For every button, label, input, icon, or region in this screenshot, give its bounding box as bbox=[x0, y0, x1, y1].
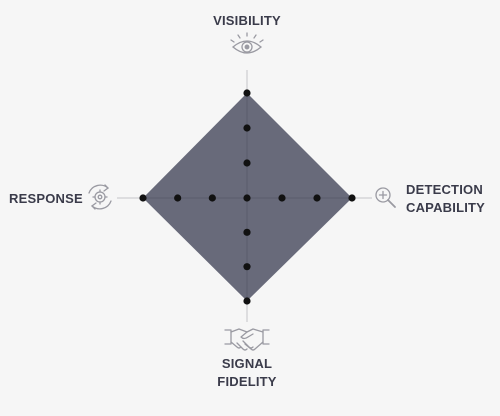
label-response-text: RESPONSE bbox=[9, 191, 83, 206]
label-capability-text: CAPABILITY bbox=[406, 200, 486, 215]
eye-icon bbox=[230, 32, 264, 54]
point-bottom-3 bbox=[243, 297, 251, 305]
point-top-3 bbox=[243, 89, 251, 97]
point-left-2 bbox=[174, 194, 182, 202]
magnifier-plus-icon bbox=[375, 187, 396, 208]
point-right-3 bbox=[348, 194, 356, 202]
handshake-icon bbox=[224, 328, 270, 351]
point-right-2 bbox=[313, 194, 321, 202]
point-left-1 bbox=[208, 194, 216, 202]
point-top-1 bbox=[243, 159, 251, 167]
point-center bbox=[243, 194, 251, 202]
label-detection-capability: DETECTION CAPABILITY bbox=[406, 181, 485, 217]
label-fidelity-text: FIDELITY bbox=[217, 374, 277, 389]
cycle-gear-icon bbox=[88, 184, 112, 210]
scale-points bbox=[139, 89, 356, 305]
label-response: RESPONSE bbox=[9, 190, 83, 208]
point-top-2 bbox=[243, 124, 251, 132]
point-bottom-2 bbox=[243, 263, 251, 271]
label-detection-text: DETECTION bbox=[406, 182, 483, 197]
point-left-3 bbox=[139, 194, 147, 202]
point-right-1 bbox=[278, 194, 286, 202]
point-bottom-1 bbox=[243, 228, 251, 236]
label-visibility-text: VISIBILITY bbox=[213, 13, 281, 28]
label-signal-fidelity: SIGNAL FIDELITY bbox=[0, 355, 494, 391]
label-visibility: VISIBILITY bbox=[0, 12, 494, 30]
label-signal-text: SIGNAL bbox=[221, 356, 273, 371]
